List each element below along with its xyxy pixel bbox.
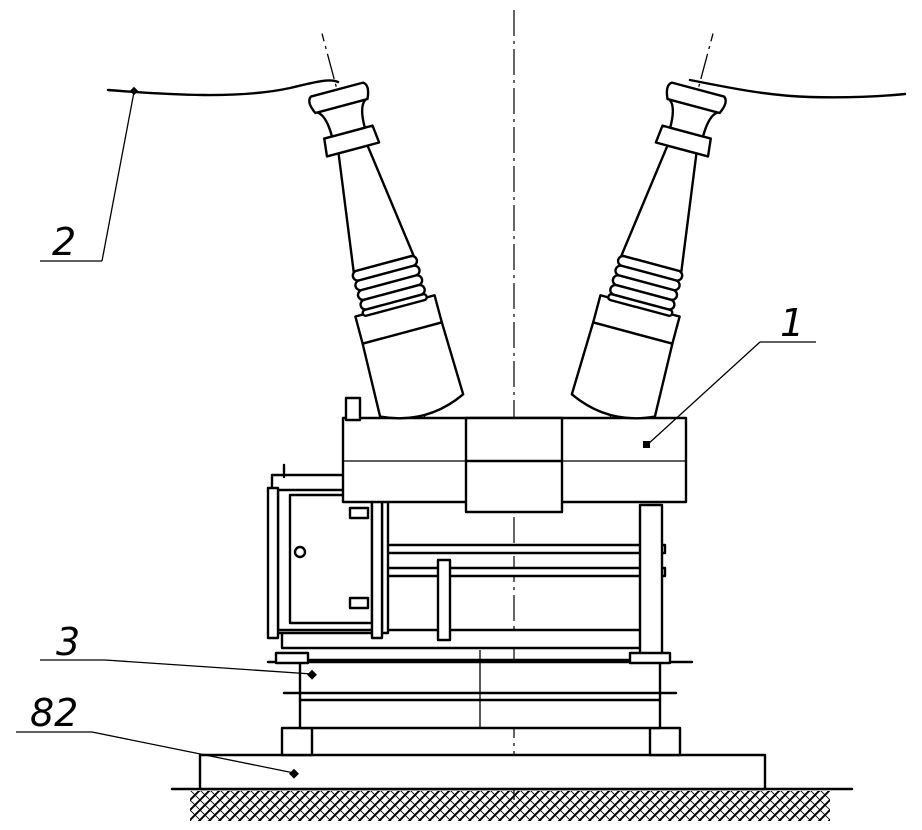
left-bushing <box>308 33 465 420</box>
control-cabinet <box>266 463 390 640</box>
callout-3: 3 <box>56 620 80 664</box>
support-stand <box>266 650 694 757</box>
callout-82: 82 <box>30 691 78 735</box>
callout-1: 1 <box>780 301 804 345</box>
right-bushing <box>570 33 727 420</box>
overhead-conductors <box>106 78 907 99</box>
callout-2: 2 <box>52 220 76 264</box>
steel-frame <box>274 503 672 665</box>
leader-lines <box>16 86 816 779</box>
ground <box>170 787 854 821</box>
foundation-slab <box>198 753 767 791</box>
main-tank <box>341 396 688 514</box>
